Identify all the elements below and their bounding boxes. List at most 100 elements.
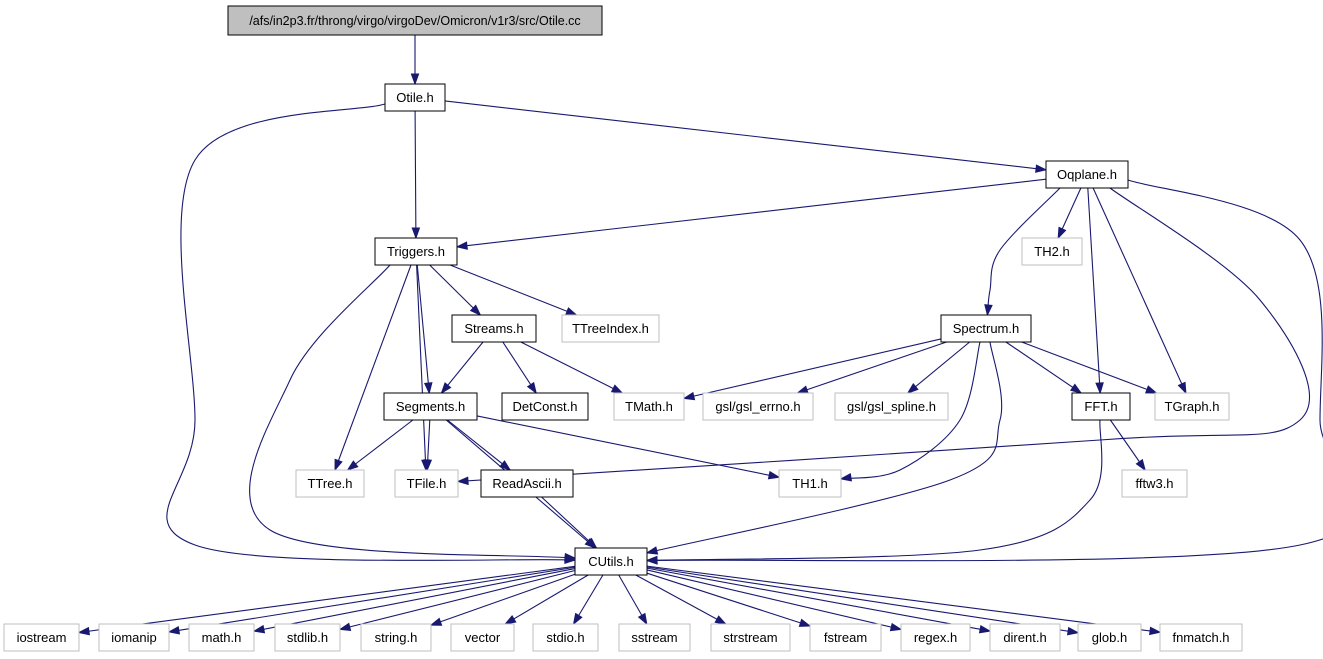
edge-line <box>444 100 1047 171</box>
edge-cutils-h-to-iostream <box>77 565 576 636</box>
node-triggers-h[interactable]: Triggers.h <box>374 237 458 266</box>
edge-oqplane-h-to-tfile-h <box>456 187 1310 486</box>
node-box <box>451 314 537 343</box>
edge-line <box>456 178 1047 248</box>
edge-line <box>646 179 1323 562</box>
edge-line <box>441 341 484 394</box>
node-fstream: fstream <box>809 623 882 652</box>
arrowhead-icon <box>423 459 433 472</box>
edge-cutils-h-to-dirent-h <box>646 567 992 634</box>
node-label: fftw3.h <box>1135 476 1173 491</box>
node-box <box>295 469 365 498</box>
node-box <box>383 392 478 421</box>
edge-fft-h-to-fftw3-h <box>1109 419 1146 472</box>
edge-line <box>416 264 427 471</box>
node-box <box>450 623 515 652</box>
node-box <box>360 623 432 652</box>
edge-cutils-h-to-sstream <box>618 574 648 626</box>
node-label: stdio.h <box>546 630 584 645</box>
edge-line <box>416 264 430 394</box>
arrowhead-icon <box>526 381 537 395</box>
node-label: iostream <box>17 630 67 645</box>
node-otile-cc[interactable]: /afs/in2p3.fr/throng/virgo/virgoDev/Omic… <box>227 5 603 36</box>
arrowhead-icon <box>334 458 343 472</box>
node-glob-h: glob.h <box>1077 623 1142 652</box>
edge-line <box>429 264 481 316</box>
arrowhead-icon <box>455 241 468 250</box>
node-box <box>480 469 574 498</box>
edge-line <box>168 566 576 633</box>
arrowhead-icon <box>252 624 266 634</box>
node-box <box>1021 237 1083 266</box>
edge-line <box>646 565 1161 633</box>
arrowhead-icon <box>423 382 433 395</box>
edge-cutils-h-to-strstream <box>635 574 728 625</box>
node-label: Triggers.h <box>387 244 445 259</box>
edge-line <box>683 338 942 399</box>
edge-spectrum-h-to-tgraph-h <box>1021 341 1158 394</box>
arrowhead-icon <box>1135 458 1146 472</box>
node-box <box>384 83 446 112</box>
node-ttree-h: TTree.h <box>295 469 365 498</box>
node-spectrum-h[interactable]: Spectrum.h <box>940 314 1032 343</box>
nodes-layer: /afs/in2p3.fr/throng/virgo/virgoDev/Omic… <box>3 5 1243 652</box>
node-gsl-spline-h: gsl/gsl_spline.h <box>834 392 949 421</box>
node-cutils-h[interactable]: CUtils.h <box>574 547 648 576</box>
node-th2-h: TH2.h <box>1021 237 1083 266</box>
node-ttreeindex-h: TTreeIndex.h <box>561 314 660 343</box>
edge-segments-h-to-ttree-h <box>346 419 414 471</box>
edge-otile-h-to-triggers-h <box>411 110 421 240</box>
node-label: math.h <box>202 630 242 645</box>
edge-line <box>347 419 414 471</box>
node-vector: vector <box>450 623 515 652</box>
node-box <box>778 469 842 498</box>
edge-spectrum-h-to-cutils-h <box>645 341 1003 555</box>
node-box <box>618 623 691 652</box>
node-otile-h[interactable]: Otile.h <box>384 83 446 112</box>
edge-cutils-h-to-stdio-h <box>572 574 604 626</box>
node-label: gsl/gsl_errno.h <box>715 399 800 414</box>
node-label: CUtils.h <box>588 554 634 569</box>
edge-cutils-h-to-fstream <box>646 572 812 627</box>
arrowhead-icon <box>456 476 469 486</box>
arrowhead-icon <box>645 555 658 565</box>
edge-cutils-h-to-string-h <box>429 573 576 626</box>
node-box <box>1077 623 1142 652</box>
arrowhead-icon <box>798 618 812 627</box>
node-label: FFT.h <box>1084 399 1117 414</box>
node-streams-h[interactable]: Streams.h <box>451 314 537 343</box>
edge-line <box>476 415 780 478</box>
arrowhead-icon <box>1035 164 1048 173</box>
node-readascii-h[interactable]: ReadAscii.h <box>480 469 574 498</box>
node-box <box>374 237 458 266</box>
node-box <box>702 392 814 421</box>
node-segments-h[interactable]: Segments.h <box>383 392 478 421</box>
edge-triggers-h-to-segments-h <box>416 264 433 395</box>
node-label: Streams.h <box>464 321 523 336</box>
node-detconst-h[interactable]: DetConst.h <box>501 392 589 421</box>
node-box <box>188 623 255 652</box>
arrowhead-icon <box>796 385 809 394</box>
edge-line <box>1005 341 1082 394</box>
edge-line <box>1092 187 1187 394</box>
edge-line <box>430 573 576 626</box>
arrowhead-icon <box>499 460 512 471</box>
edge-line <box>635 574 726 625</box>
edge-otile-h-to-oqplane-h <box>444 100 1048 173</box>
node-label: TH2.h <box>1034 244 1069 259</box>
edge-line <box>1021 341 1157 394</box>
edge-fft-h-to-cutils-h <box>645 419 1103 565</box>
node-label: string.h <box>375 630 418 645</box>
edge-segments-h-to-readascii-h <box>447 419 512 471</box>
node-label: /afs/in2p3.fr/throng/virgo/virgoDev/Omic… <box>249 14 580 28</box>
edge-cutils-h-to-iomanip <box>167 566 576 635</box>
node-fft-h[interactable]: FFT.h <box>1071 392 1131 421</box>
edge-line <box>840 341 981 480</box>
node-oqplane-h[interactable]: Oqplane.h <box>1045 160 1129 189</box>
node-label: Spectrum.h <box>953 321 1019 336</box>
node-label: dirent.h <box>1003 630 1046 645</box>
edge-cutils-h-to-math-h <box>252 567 576 634</box>
node-box <box>1121 469 1188 498</box>
node-label: fnmatch.h <box>1172 630 1229 645</box>
